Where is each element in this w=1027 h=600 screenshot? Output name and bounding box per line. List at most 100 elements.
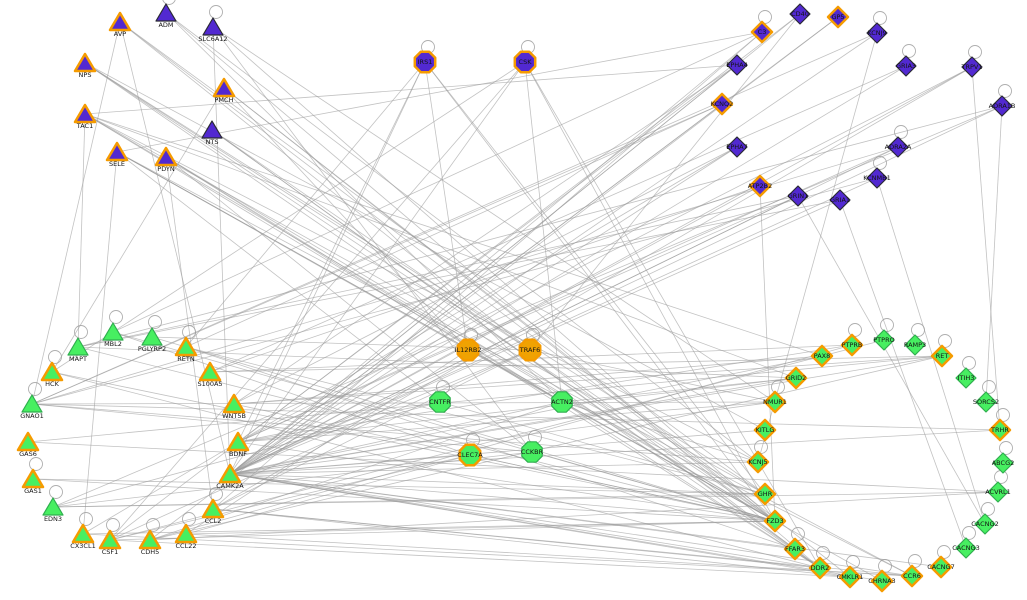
node-FZD3[interactable] xyxy=(763,509,787,533)
node-CDH5[interactable] xyxy=(138,529,162,550)
node-IL12RB2[interactable] xyxy=(456,338,480,362)
node-IRS1[interactable] xyxy=(413,50,437,74)
edge xyxy=(229,65,907,475)
node-CD40[interactable] xyxy=(789,3,811,25)
node-MBL2[interactable] xyxy=(102,322,124,341)
self-loop-edge xyxy=(148,315,162,329)
edge xyxy=(233,146,738,405)
node-PMCH[interactable] xyxy=(212,77,236,98)
edge xyxy=(971,66,1001,431)
node-BDNF[interactable] xyxy=(226,431,250,452)
node-DDR2[interactable] xyxy=(808,556,832,580)
node-TRAF6[interactable] xyxy=(518,338,542,362)
edge xyxy=(112,31,763,333)
node-C3[interactable] xyxy=(750,20,774,44)
node-FFAR3[interactable] xyxy=(783,537,807,561)
edges-layer xyxy=(27,12,1003,582)
node-GNAO1[interactable] xyxy=(21,394,43,413)
node-CCKBR[interactable] xyxy=(521,441,543,463)
node-GRIA1[interactable] xyxy=(829,189,851,211)
node-CNTFR[interactable] xyxy=(429,391,451,413)
node-ACTN2[interactable] xyxy=(551,391,573,413)
edge xyxy=(229,473,766,495)
self-loop-edge xyxy=(962,526,976,540)
node-TAC1[interactable] xyxy=(73,103,97,124)
node-RETN[interactable] xyxy=(174,336,198,357)
diamond-node-shape xyxy=(870,569,894,593)
node-CCR6[interactable] xyxy=(900,564,924,588)
node-KCNQ2[interactable] xyxy=(710,92,734,116)
node-SELE[interactable] xyxy=(105,141,129,162)
node-RAMP3[interactable] xyxy=(904,334,926,356)
node-GP5[interactable] xyxy=(826,5,850,29)
node-CHRNA3[interactable] xyxy=(870,569,894,593)
node-KCNJ9[interactable] xyxy=(866,22,888,44)
node-NPS[interactable] xyxy=(73,52,97,73)
node-AVP[interactable] xyxy=(108,11,132,32)
node-SORCS2[interactable] xyxy=(975,391,997,413)
edge xyxy=(31,32,878,405)
node-CACNG7[interactable] xyxy=(929,555,953,579)
node-GAS1[interactable] xyxy=(21,468,45,489)
node-CMKLR1[interactable] xyxy=(838,565,862,589)
node-CCL22[interactable] xyxy=(174,523,198,544)
node-TRPV1[interactable] xyxy=(961,56,983,78)
self-loop-edge xyxy=(968,45,982,59)
self-loop-edge xyxy=(999,441,1013,455)
node-EPHA4[interactable] xyxy=(726,54,748,76)
node-CACNG2[interactable] xyxy=(974,513,996,535)
node-NMUR1[interactable] xyxy=(763,390,787,414)
node-NTS[interactable] xyxy=(201,120,223,139)
node-S100A5[interactable] xyxy=(198,361,222,382)
node-PTPRO[interactable] xyxy=(873,329,895,351)
node-PTPRB[interactable] xyxy=(840,333,864,357)
node-GRIA3[interactable] xyxy=(895,55,917,77)
node-CX3CL1[interactable] xyxy=(71,523,95,544)
node-KCNJ5[interactable] xyxy=(746,450,770,474)
node-RET[interactable] xyxy=(930,344,954,368)
node-PGLYRP2[interactable] xyxy=(141,327,163,346)
node-GAS6[interactable] xyxy=(16,431,40,452)
node-ADM[interactable] xyxy=(155,3,177,22)
node-MAPT[interactable] xyxy=(67,337,89,356)
node-ABCG2[interactable] xyxy=(992,452,1014,474)
edge xyxy=(84,62,766,431)
node-EDN3[interactable] xyxy=(42,497,64,516)
node-ACVRL1[interactable] xyxy=(987,481,1009,503)
node-PAX8[interactable] xyxy=(810,344,834,368)
node-ATP2B2[interactable] xyxy=(748,174,772,198)
edge xyxy=(209,185,761,373)
edge xyxy=(77,105,1003,348)
node-GRID2[interactable] xyxy=(784,366,808,390)
edge xyxy=(467,349,913,577)
node-ADRA1B[interactable] xyxy=(991,95,1013,117)
node-ADRA2A[interactable] xyxy=(887,136,909,158)
octagon-node-shape xyxy=(458,443,482,467)
node-GHR[interactable] xyxy=(753,482,777,506)
node-SLC6A12[interactable] xyxy=(202,17,224,36)
node-PDYN[interactable] xyxy=(154,146,178,167)
node-CCL2[interactable] xyxy=(201,498,225,519)
self-loop-edge xyxy=(182,512,196,526)
diamond-node-shape xyxy=(866,167,888,189)
edge xyxy=(31,401,776,405)
node-CSF1[interactable] xyxy=(98,529,122,550)
node-CACNG3[interactable] xyxy=(955,537,977,559)
node-TRHR[interactable] xyxy=(988,418,1012,442)
node-CLEC7A[interactable] xyxy=(458,443,482,467)
node-HCK[interactable] xyxy=(40,361,64,382)
self-loop-edge xyxy=(29,457,43,471)
node-EPHA7[interactable] xyxy=(726,136,748,158)
diamond-node-shape xyxy=(992,452,1014,474)
node-ITIH3[interactable] xyxy=(955,367,977,389)
node-KITLG[interactable] xyxy=(753,418,777,442)
node-CAMK2A[interactable] xyxy=(218,463,242,484)
edge xyxy=(119,21,231,475)
diamond-node-shape xyxy=(787,185,809,207)
node-GRIN1[interactable] xyxy=(787,185,809,207)
node-WNT5B[interactable] xyxy=(222,393,246,414)
node-KCNMB1[interactable] xyxy=(866,167,888,189)
node-CSK[interactable] xyxy=(513,50,537,74)
